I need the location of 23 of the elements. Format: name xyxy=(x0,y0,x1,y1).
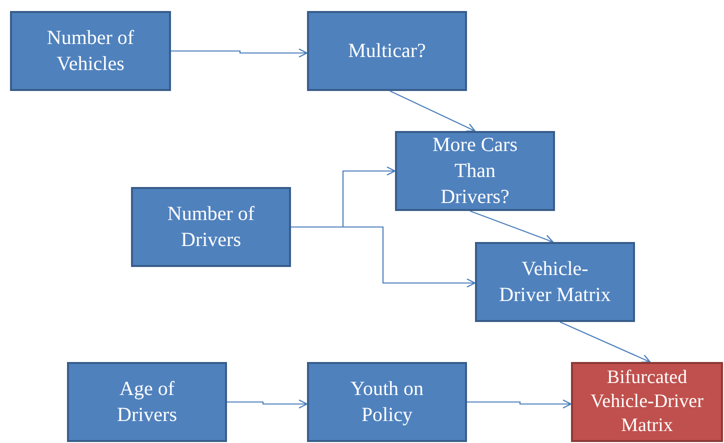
process-box xyxy=(307,362,467,442)
box-label: Youth on Policy xyxy=(350,377,424,428)
box-label: Number of Drivers xyxy=(166,202,256,253)
arrow xyxy=(291,226,476,288)
arrow xyxy=(227,399,308,409)
process-box xyxy=(475,242,635,322)
box-label: Vehicle-Driver Matrix xyxy=(499,257,611,308)
arrow xyxy=(470,210,554,244)
arrow xyxy=(171,48,308,58)
process-box xyxy=(307,11,467,91)
process-box xyxy=(67,362,227,442)
box-label: Bifurcated Vehicle-Driver Matrix xyxy=(590,366,704,438)
arrow xyxy=(560,322,651,363)
process-box xyxy=(395,131,555,211)
box-label: More Cars Than Drivers? xyxy=(432,133,518,210)
process-box xyxy=(571,362,723,442)
arrow xyxy=(467,399,572,409)
box-label: Multicar? xyxy=(348,39,426,64)
process-box xyxy=(131,187,291,267)
process-box xyxy=(10,11,171,91)
arrow xyxy=(390,90,476,132)
box-label: Age of Drivers xyxy=(116,377,178,428)
box-label: Number of Vehicles xyxy=(46,26,136,77)
